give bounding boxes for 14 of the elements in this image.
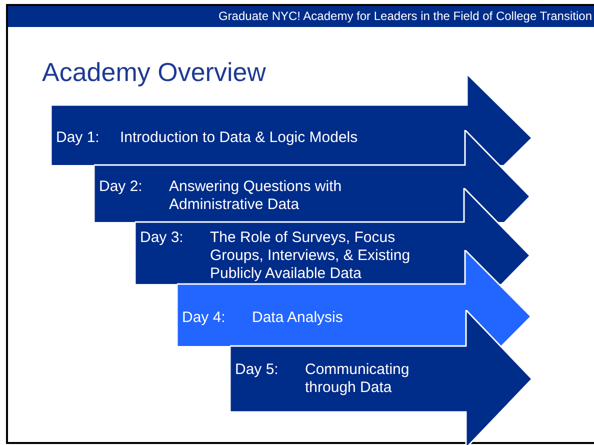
header-text: Graduate NYC! Academy for Leaders in the Field of College Transition: [218, 9, 592, 24]
day-label: Day 2:: [99, 178, 144, 196]
session-title: Data Analysis: [252, 308, 344, 326]
day-label: Day 4:: [182, 308, 226, 326]
day-label: Day 1:: [56, 128, 100, 146]
session-title: Introduction to Data & Logic Models: [120, 128, 359, 146]
day-label: Day 3:: [140, 228, 184, 246]
day-label: Day 5:: [235, 361, 280, 379]
session-title: Communicating through Data: [305, 361, 410, 397]
session-title: Answering Questions with Administrative Data: [169, 178, 343, 214]
slide-title: Academy Overview: [42, 56, 266, 88]
arrow-shape: [177, 250, 531, 346]
arrow-shape: [230, 310, 532, 445]
session-title: The Role of Surveys, Focus Groups, Interviews, & Existing Publicly Available Data: [210, 228, 412, 282]
